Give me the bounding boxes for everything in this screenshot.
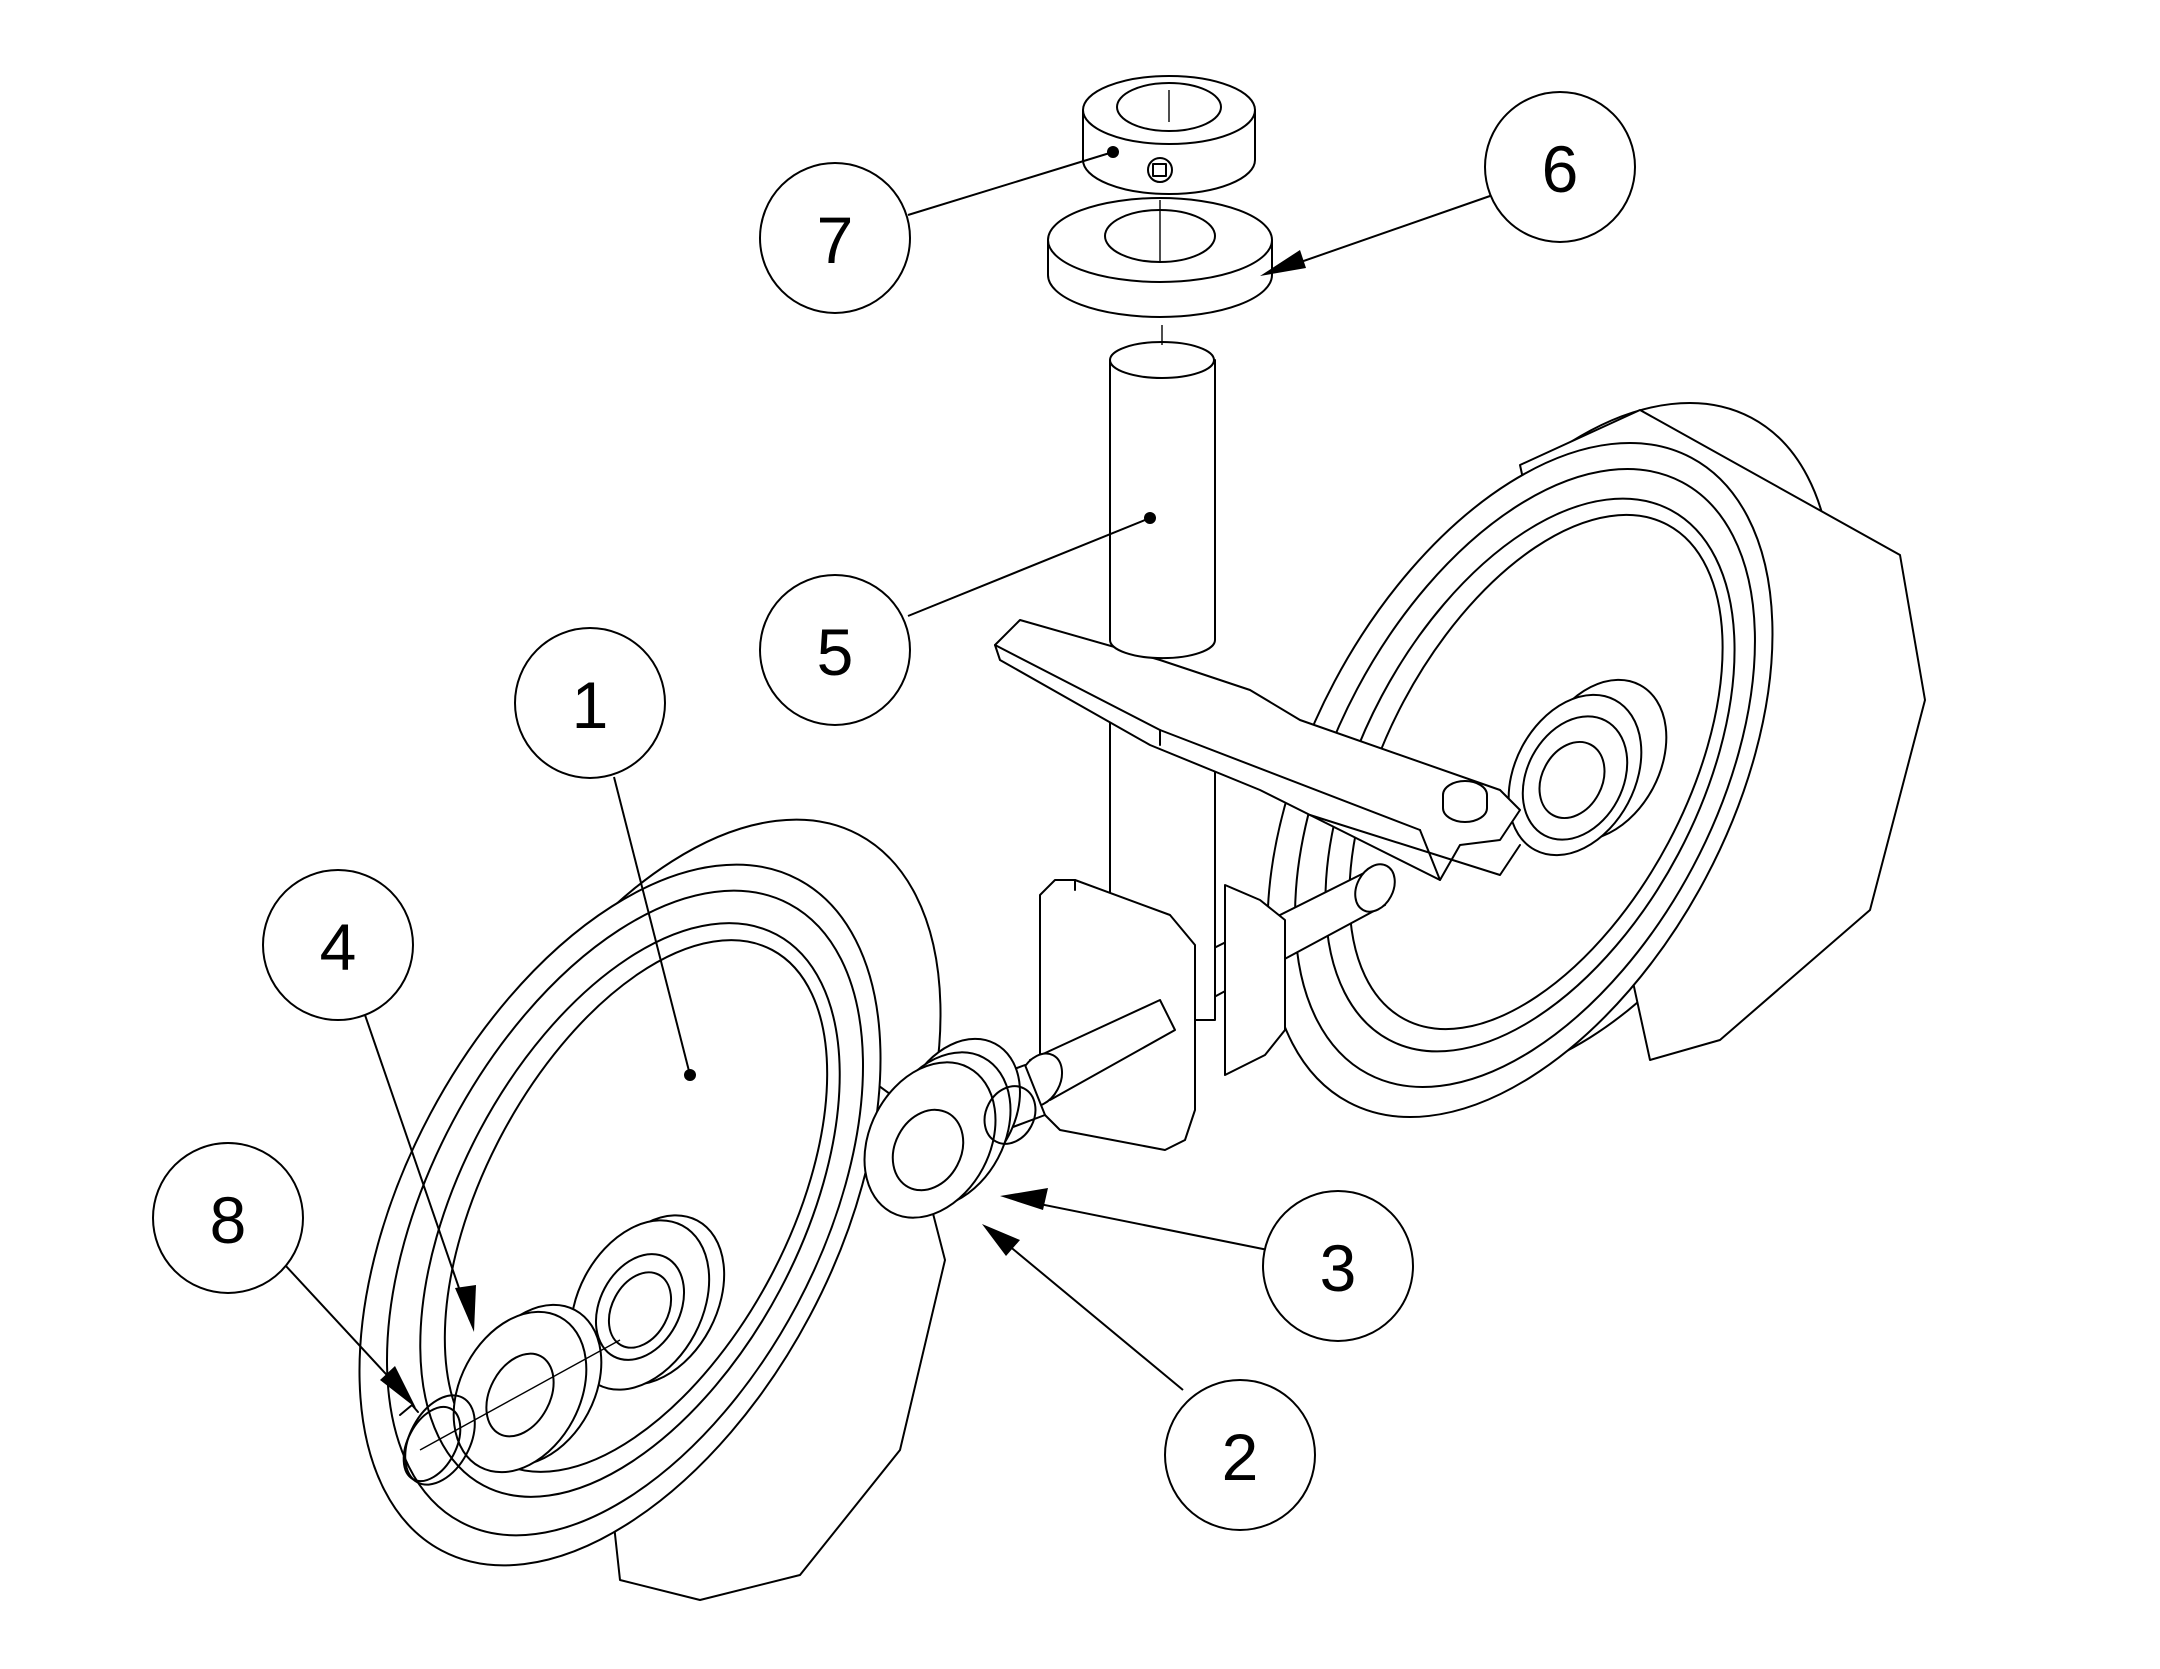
- balloon-1: 1: [514, 627, 666, 779]
- balloon-label: 5: [817, 615, 854, 689]
- leader-arrow: [1000, 1188, 1048, 1210]
- leader-dot: [1144, 512, 1156, 524]
- balloon-3: 3: [1262, 1190, 1414, 1342]
- balloon-label: 8: [210, 1183, 247, 1257]
- balloon-7: 7: [759, 162, 911, 314]
- balloon-label: 1: [572, 668, 609, 742]
- balloon-label: 6: [1542, 132, 1579, 206]
- washer-4: [419, 1303, 621, 1474]
- balloon-5: 5: [759, 574, 911, 726]
- rear-wheel: [1266, 401, 1926, 1119]
- leader-arrow: [455, 1285, 476, 1332]
- leader-arrow: [982, 1224, 1020, 1256]
- balloon-4: 4: [262, 869, 414, 1021]
- balloon-8: 8: [152, 1142, 304, 1294]
- retaining-ring-8: [399, 1394, 476, 1486]
- kingpin-stem: [1109, 325, 1216, 660]
- balloon-label: 4: [320, 910, 357, 984]
- balloon-label: 2: [1222, 1420, 1259, 1494]
- leader-arrow: [1260, 250, 1306, 276]
- leader-dot: [684, 1069, 696, 1081]
- washer-6: [1047, 197, 1273, 318]
- leader-dot: [1107, 146, 1119, 158]
- shaft-collar-7: [1082, 75, 1256, 195]
- leader-arrow: [380, 1366, 416, 1408]
- balloon-6: 6: [1484, 91, 1636, 243]
- leader-lines: [284, 146, 1491, 1408]
- balloon-2: 2: [1164, 1379, 1316, 1531]
- balloon-label: 3: [1320, 1231, 1357, 1305]
- washers-2-3: [863, 1037, 1037, 1219]
- fork-crown-plate: [994, 619, 1521, 881]
- balloon-label: 7: [817, 203, 854, 277]
- axle-and-fork: [984, 679, 1396, 1151]
